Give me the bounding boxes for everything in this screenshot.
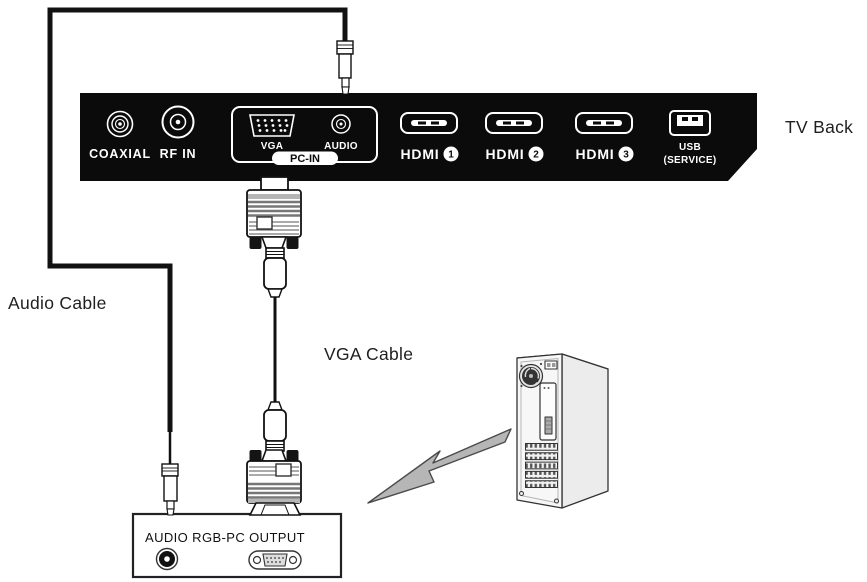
pc-in-group: VGA AUDIO PC-IN [231, 106, 378, 165]
pc-output-box: AUDIO RGB-PC OUTPUT [131, 512, 343, 579]
hdmi2-number: 2 [533, 150, 539, 161]
tower-side-face [561, 353, 609, 509]
coaxial-port [106, 110, 134, 138]
tv-back-label: TV Back [785, 117, 853, 137]
hdmi3-port [575, 112, 633, 134]
hdmi1-number: 1 [448, 150, 454, 161]
hdmi3-number: 3 [623, 150, 629, 161]
pc-in-badge [272, 151, 338, 165]
tower-vents [525, 443, 558, 489]
tower-screw-right [554, 498, 559, 504]
tv-back-panel: COAXIAL RF IN VGA [80, 93, 757, 181]
audio-plug-top [336, 40, 354, 95]
hdmi2-label: HDMI [486, 146, 525, 162]
vga-connector-upper [246, 176, 302, 298]
audio-cable-label: Audio Cable [8, 293, 107, 313]
hdmi3-label: HDMI [576, 146, 615, 162]
rf-in-label: RF IN [160, 147, 197, 161]
audio-port-label: AUDIO [324, 141, 358, 152]
usb-service-label: (SERVICE) [663, 155, 716, 166]
usb-port [669, 110, 711, 136]
vga-connector-lower [246, 401, 302, 516]
vga-cable-label: VGA Cable [324, 344, 413, 364]
audio-port [331, 114, 351, 134]
hdmi2-port [485, 112, 543, 134]
hdmi1-port [400, 112, 458, 134]
vga-port [249, 114, 295, 137]
audio-cable [47, 7, 348, 464]
hdmi1-number-badge [443, 146, 459, 162]
audio-out-jack [155, 547, 179, 571]
tower-card-slot [539, 382, 557, 441]
coaxial-label: COAXIAL [89, 147, 151, 161]
vga-port-label: VGA [261, 141, 284, 152]
hdmi1-label: HDMI [401, 146, 440, 162]
rf-in-port [161, 105, 195, 139]
pc-tower [516, 353, 609, 509]
pc-output-label: AUDIO RGB-PC OUTPUT [145, 530, 305, 545]
pointer-arrow [367, 428, 512, 504]
tower-screw-left [519, 491, 524, 496]
hdmi2-number-badge [528, 146, 544, 162]
hdmi3-number-badge [618, 146, 634, 162]
vga-out-port [248, 550, 302, 570]
usb-label: USB [679, 142, 701, 153]
tower-fan [518, 362, 544, 389]
pc-in-label: PC-IN [290, 153, 320, 165]
audio-plug-bottom [161, 463, 179, 516]
tower-power-connector [544, 360, 558, 370]
